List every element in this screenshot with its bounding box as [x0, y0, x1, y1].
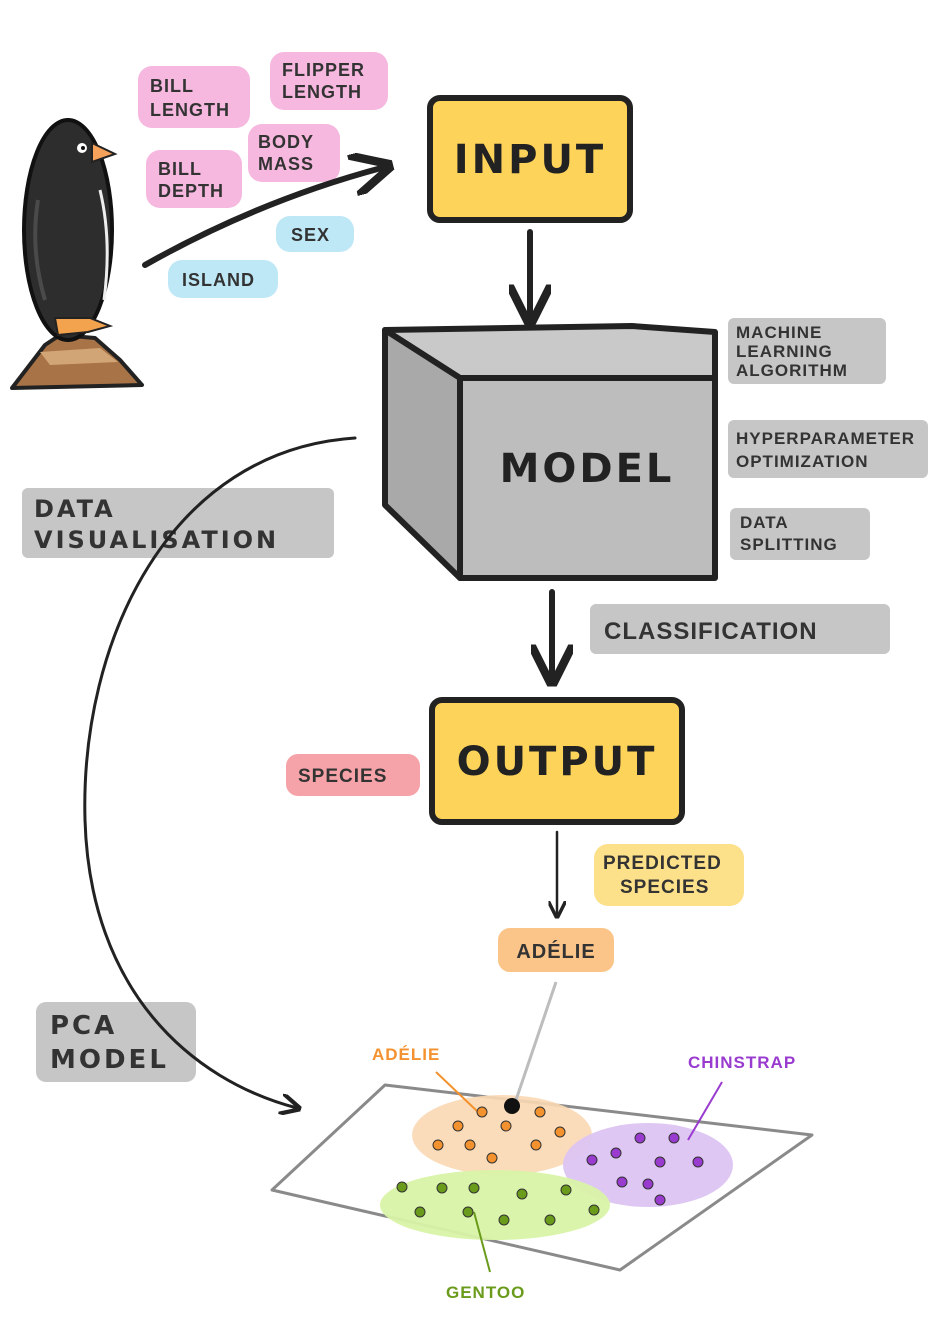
gentoo-point	[498, 1214, 510, 1226]
chinstrap-point	[634, 1132, 646, 1144]
gentoo-cluster	[380, 1170, 610, 1240]
svg-text:INPUT: INPUT	[454, 137, 606, 183]
svg-text:DEPTH: DEPTH	[158, 181, 224, 201]
svg-text:OPTIMIZATION: OPTIMIZATION	[736, 452, 869, 471]
adelie-point	[486, 1152, 498, 1164]
input-box: INPUT	[427, 95, 633, 223]
chinstrap-point	[616, 1176, 628, 1188]
prediction-result-tag: ADÉLIE	[498, 928, 614, 972]
adelie-point	[530, 1139, 542, 1151]
gentoo-point	[588, 1204, 600, 1216]
prediction-connector	[514, 981, 558, 1101]
svg-text:SPECIES: SPECIES	[298, 766, 387, 787]
svg-text:FLIPPER: FLIPPER	[282, 60, 365, 80]
penguin-beak	[91, 141, 118, 164]
svg-text:LENGTH: LENGTH	[150, 100, 230, 120]
penguin-body	[22, 118, 114, 342]
svg-text:BILL: BILL	[158, 159, 202, 179]
pca-model-label: PCA MODEL	[36, 1002, 196, 1082]
gentoo-point	[544, 1214, 556, 1226]
adelie-point	[534, 1106, 546, 1118]
svg-text:DATA: DATA	[740, 513, 789, 532]
pca-points	[396, 1106, 704, 1226]
chinstrap-point	[586, 1154, 598, 1166]
note-data-splitting: DATA SPLITTING	[730, 508, 870, 560]
feature-tag-bill-length: BILL LENGTH	[138, 66, 250, 128]
chinstrap-point	[668, 1132, 680, 1144]
svg-text:MACHINE: MACHINE	[736, 323, 822, 342]
feature-tag-bill-depth: BILL DEPTH	[146, 150, 242, 208]
features-to-input-arrow	[142, 167, 385, 268]
penguin-illustration	[10, 118, 144, 390]
svg-text:CLASSIFICATION: CLASSIFICATION	[604, 618, 818, 645]
svg-text:MODEL: MODEL	[500, 446, 675, 492]
predicted-point	[504, 1098, 520, 1114]
adelie-point	[432, 1139, 444, 1151]
svg-text:LEARNING: LEARNING	[736, 342, 833, 361]
feature-tag-flipper-length: FLIPPER LENGTH	[270, 52, 388, 110]
gentoo-cluster-label: GENTOO	[446, 1283, 525, 1302]
svg-text:HYPERPARAMETER: HYPERPARAMETER	[736, 429, 915, 448]
adelie-cluster-label: ADÉLIE	[372, 1045, 440, 1064]
chinstrap-point	[692, 1156, 704, 1168]
feature-tag-body-mass: BODY MASS	[248, 124, 340, 182]
chinstrap-point	[642, 1178, 654, 1190]
chinstrap-cluster	[563, 1123, 733, 1207]
svg-text:OUTPUT: OUTPUT	[457, 739, 658, 785]
gentoo-point	[436, 1182, 448, 1194]
svg-text:MASS: MASS	[258, 154, 314, 174]
chinstrap-point	[610, 1147, 622, 1159]
pca-plot: ADÉLIE CHINSTRAP GENTOO	[270, 981, 814, 1302]
chinstrap-cluster-label: CHINSTRAP	[688, 1053, 796, 1072]
note-hyperparameter: HYPERPARAMETER OPTIMIZATION	[728, 420, 928, 478]
svg-text:BODY: BODY	[258, 132, 314, 152]
svg-text:SPLITTING: SPLITTING	[740, 535, 838, 554]
svg-text:ALGORITHM: ALGORITHM	[736, 361, 848, 380]
svg-text:ISLAND: ISLAND	[182, 270, 255, 290]
adelie-cluster	[412, 1095, 592, 1175]
gentoo-point	[396, 1181, 408, 1193]
adelie-point	[500, 1120, 512, 1132]
feature-tag-sex: SEX	[276, 216, 354, 252]
data-visualisation-label: DATA VISUALISATION	[22, 488, 334, 558]
adelie-point	[464, 1139, 476, 1151]
chinstrap-point	[654, 1194, 666, 1206]
svg-text:PREDICTED: PREDICTED	[603, 853, 722, 874]
classification-tag: CLASSIFICATION	[590, 604, 890, 654]
gentoo-point	[560, 1184, 572, 1196]
svg-text:PCA: PCA	[50, 1011, 117, 1041]
svg-text:LENGTH: LENGTH	[282, 82, 362, 102]
feature-tag-island: ISLAND	[168, 260, 278, 298]
predicted-species-tag: PREDICTED SPECIES	[594, 844, 744, 906]
svg-text:ADÉLIE: ADÉLIE	[516, 940, 595, 963]
svg-text:DATA: DATA	[34, 495, 116, 523]
adelie-point	[554, 1126, 566, 1138]
gentoo-point	[414, 1206, 426, 1218]
gentoo-point	[462, 1206, 474, 1218]
svg-text:VISUALISATION: VISUALISATION	[34, 526, 279, 554]
svg-text:BILL: BILL	[150, 76, 194, 96]
gentoo-point	[516, 1188, 528, 1200]
svg-text:MODEL: MODEL	[50, 1045, 169, 1075]
svg-text:SEX: SEX	[291, 225, 330, 245]
note-ml-algorithm: MACHINE LEARNING ALGORITHM	[728, 318, 886, 384]
species-tag: SPECIES	[286, 754, 420, 796]
svg-text:SPECIES: SPECIES	[620, 877, 709, 898]
adelie-point	[452, 1120, 464, 1132]
output-box: OUTPUT	[429, 697, 685, 825]
model-cube: MODEL	[382, 323, 718, 581]
gentoo-point	[468, 1182, 480, 1194]
penguin-feet	[53, 317, 114, 337]
adelie-point	[476, 1106, 488, 1118]
chinstrap-point	[654, 1156, 666, 1168]
model-to-pca-arrow	[83, 436, 357, 1108]
